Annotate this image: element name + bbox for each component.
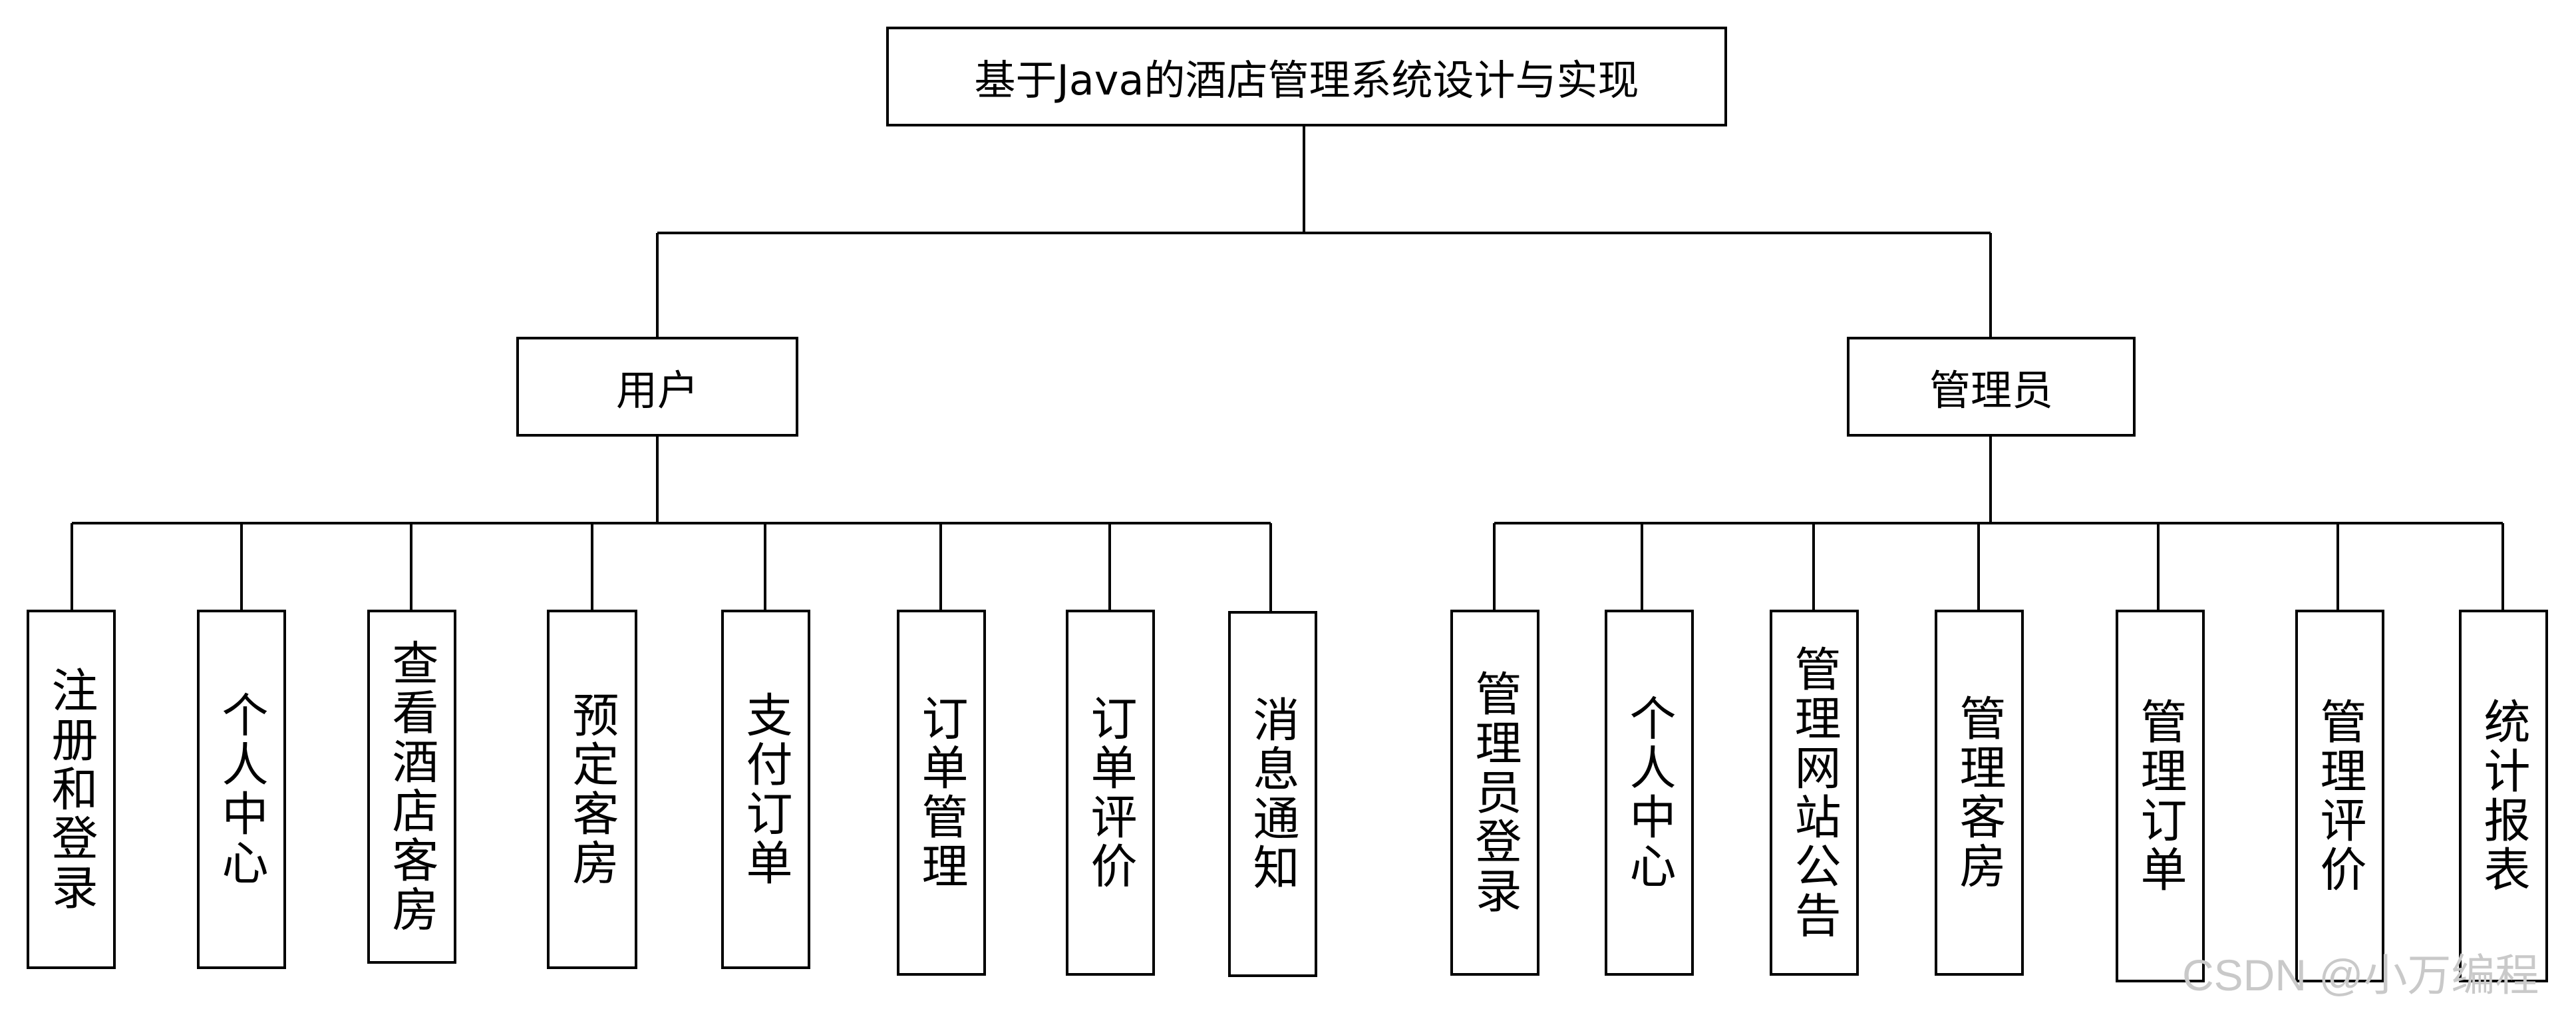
admin-feature-node: 管理评价 — [2295, 610, 2384, 982]
user-label: 用户 — [615, 366, 699, 415]
user-feature-node: 支付订单 — [721, 610, 810, 969]
user-feature-label: 查看酒店客房 — [385, 639, 439, 934]
admin-feature-label: 统计报表 — [2476, 698, 2531, 895]
user-feature-label: 消息通知 — [1245, 696, 1300, 893]
user-feature-node: 订单评价 — [1066, 610, 1155, 976]
admin-feature-label: 个人中心 — [1622, 694, 1677, 891]
admin-feature-label: 管理员登录 — [1468, 670, 1522, 916]
user-feature-node: 预定客房 — [547, 610, 637, 969]
user-node: 用户 — [516, 337, 798, 437]
admin-feature-node: 管理员登录 — [1450, 610, 1539, 976]
admin-feature-label: 管理订单 — [2133, 698, 2187, 895]
admin-node: 管理员 — [1847, 337, 2136, 437]
admin-feature-node: 管理订单 — [2116, 610, 2205, 982]
admin-feature-label: 管理评价 — [2313, 698, 2367, 895]
user-feature-node: 个人中心 — [197, 610, 286, 969]
watermark-text: CSDN @小万编程 — [2182, 950, 2539, 1000]
admin-feature-label: 管理客房 — [1952, 694, 2007, 891]
user-feature-label: 订单管理 — [914, 694, 969, 891]
user-feature-label: 订单评价 — [1083, 694, 1138, 891]
user-feature-label: 个人中心 — [214, 691, 269, 888]
user-feature-label: 注册和登录 — [44, 666, 98, 912]
admin-feature-node: 统计报表 — [2459, 610, 2548, 982]
admin-feature-node: 个人中心 — [1605, 610, 1694, 976]
user-feature-node: 注册和登录 — [27, 610, 116, 969]
admin-feature-label: 管理网站公告 — [1787, 645, 1842, 940]
user-feature-node: 消息通知 — [1228, 611, 1317, 977]
root-label: 基于Java的酒店管理系统设计与实现 — [974, 56, 1639, 104]
admin-feature-node: 管理客房 — [1935, 610, 2024, 976]
user-feature-label: 支付订单 — [738, 691, 793, 888]
admin-feature-node: 管理网站公告 — [1770, 610, 1859, 976]
user-feature-label: 预定客房 — [565, 691, 619, 888]
admin-label: 管理员 — [1929, 366, 2053, 415]
user-feature-node: 查看酒店客房 — [367, 610, 456, 964]
user-feature-node: 订单管理 — [897, 610, 986, 976]
root-node: 基于Java的酒店管理系统设计与实现 — [886, 27, 1727, 126]
